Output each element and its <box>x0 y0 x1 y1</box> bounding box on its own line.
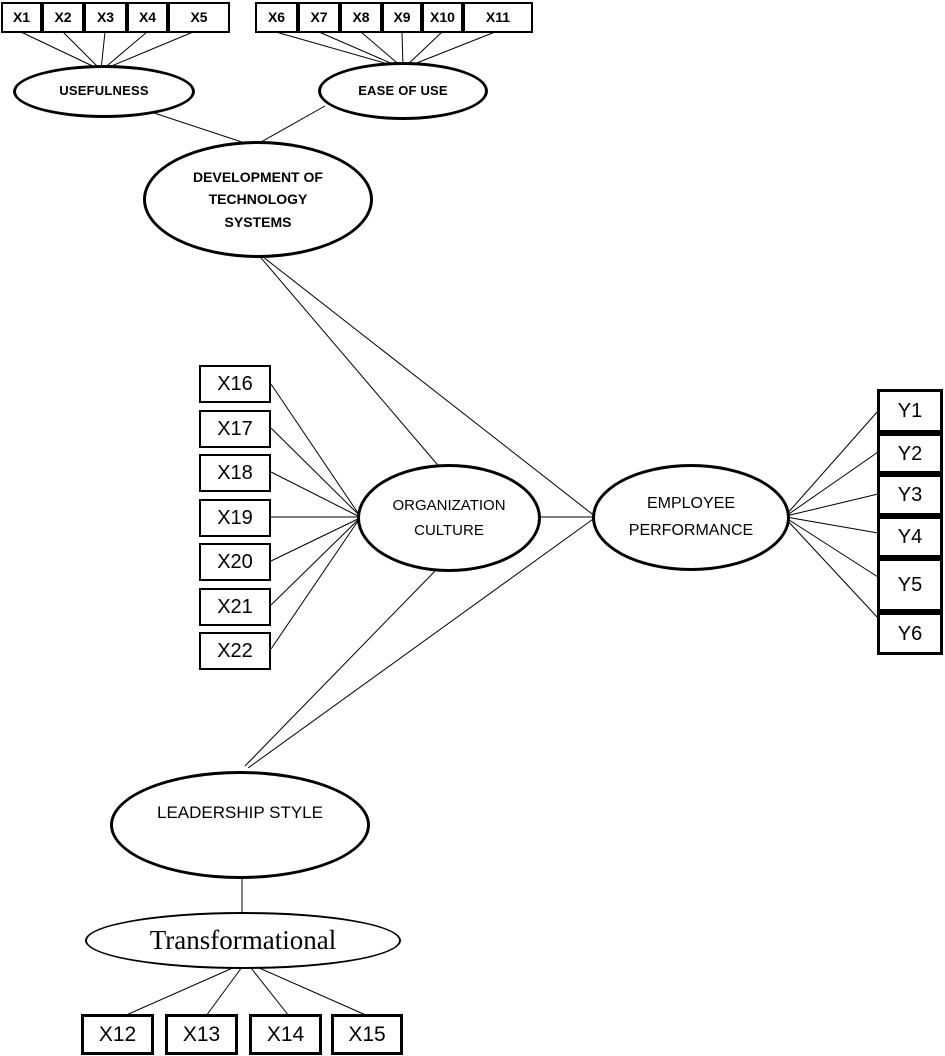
indicator-x18-label: X18 <box>217 462 253 484</box>
indicator-x12: X12 <box>81 1014 154 1055</box>
indicator-y2-label: Y2 <box>897 442 923 465</box>
path-transformational-x15 <box>247 962 369 1017</box>
indicator-x19-label: X19 <box>217 507 253 529</box>
latent-usefulness: USEFULNESS <box>13 65 195 118</box>
latent-employee-performance: EMPLOYEE PERFORMANCE <box>592 464 790 571</box>
indicator-y1: Y1 <box>877 389 943 433</box>
indicator-x6-label: X6 <box>267 8 286 25</box>
indicator-x18: X18 <box>199 454 271 492</box>
indicator-x4: X4 <box>127 2 168 33</box>
path-x17-orgculture <box>270 427 361 517</box>
path-x1-usefulness <box>20 31 102 71</box>
path-development-orgculture <box>255 251 443 471</box>
indicator-y6-label: Y6 <box>897 622 923 645</box>
indicator-x13: X13 <box>165 1014 238 1055</box>
path-employee-y2 <box>785 451 879 517</box>
indicator-x5: X5 <box>168 2 230 33</box>
indicator-y4-label: Y4 <box>897 526 923 548</box>
indicator-x2: X2 <box>42 2 84 33</box>
indicator-x21-label: X21 <box>217 596 253 618</box>
indicator-x1: X1 <box>1 2 42 33</box>
indicator-y2: Y2 <box>877 433 943 474</box>
indicator-x10-label: X10 <box>430 8 455 25</box>
path-employee-y6 <box>785 518 879 619</box>
indicator-y3: Y3 <box>877 474 943 516</box>
indicator-x3: X3 <box>84 2 127 33</box>
indicator-y6: Y6 <box>877 612 943 655</box>
path-transformational-x14 <box>246 962 290 1017</box>
indicator-x11: X11 <box>463 2 533 33</box>
indicator-x2-label: X2 <box>54 8 72 25</box>
indicator-x17: X17 <box>199 410 271 448</box>
path-usefulness-development <box>147 110 255 147</box>
path-leadership-employee <box>247 516 597 769</box>
indicator-x12-label: X12 <box>98 1022 137 1046</box>
indicator-y4: Y4 <box>877 516 943 558</box>
latent-ease-of-use-label: EASE OF USE <box>358 82 448 98</box>
indicator-x4-label: X4 <box>138 8 157 25</box>
indicator-x22: X22 <box>199 632 271 670</box>
latent-transformational-label: Transformational <box>149 924 337 955</box>
indicator-x8: X8 <box>340 2 382 33</box>
latent-transformational: Transformational <box>85 912 401 969</box>
indicator-x20: X20 <box>199 543 271 581</box>
path-employee-y4 <box>785 516 879 534</box>
indicator-x20-label: X20 <box>217 551 253 573</box>
path-employee-y5 <box>785 517 879 578</box>
indicator-x10: X10 <box>422 2 463 33</box>
indicator-x19: X19 <box>199 499 271 537</box>
path-transformational-x12 <box>123 962 245 1017</box>
latent-employee-performance-label: EMPLOYEE PERFORMANCE <box>628 495 754 539</box>
indicator-y5-label: Y5 <box>897 574 923 596</box>
indicator-x5-label: X5 <box>190 8 208 25</box>
indicator-x13-label: X13 <box>182 1022 221 1046</box>
indicator-x9-label: X9 <box>393 8 411 25</box>
indicator-x11-label: X11 <box>485 8 511 25</box>
path-x21-orgculture <box>270 517 361 606</box>
indicator-x3-label: X3 <box>96 8 115 25</box>
indicator-x21: X21 <box>199 588 271 626</box>
indicator-x15-label: X15 <box>348 1022 386 1046</box>
path-x22-orgculture <box>270 517 361 650</box>
indicator-y1-label: Y1 <box>897 400 923 422</box>
path-x18-orgculture <box>270 471 361 518</box>
latent-development-technology-systems: DEVELOPMENT OF TECHNOLOGY SYSTEMS <box>143 141 373 258</box>
indicator-x7-label: X7 <box>310 8 328 25</box>
indicator-x6: X6 <box>255 2 298 33</box>
latent-leadership-style-label: LEADERSHIP STYLE <box>157 802 323 822</box>
path-employee-y1 <box>785 410 879 516</box>
latent-leadership-style: LEADERSHIP STYLE <box>110 771 370 879</box>
indicator-y5: Y5 <box>877 558 943 612</box>
latent-development-label: DEVELOPMENT OF TECHNOLOGY SYSTEMS <box>193 168 323 230</box>
path-x16-orgculture <box>270 383 361 517</box>
path-x5-usefulness <box>101 31 194 71</box>
path-development-employee <box>257 252 597 518</box>
indicator-x16: X16 <box>199 365 271 403</box>
indicator-x14: X14 <box>249 1014 322 1055</box>
indicator-x15: X15 <box>331 1014 403 1055</box>
indicator-x8-label: X8 <box>352 8 370 25</box>
indicator-x16-label: X16 <box>217 373 253 395</box>
indicator-x17-label: X17 <box>217 418 253 440</box>
latent-ease-of-use: EASE OF USE <box>318 62 488 120</box>
path-x2-usefulness <box>62 31 102 71</box>
latent-organization-culture: ORGANIZATION CULTURE <box>357 464 541 572</box>
indicator-x14-label: X14 <box>266 1022 305 1046</box>
latent-organization-culture-label: ORGANIZATION CULTURE <box>392 496 506 540</box>
indicator-x7: X7 <box>298 2 340 33</box>
indicator-x22-label: X22 <box>217 640 253 662</box>
path-leadership-orgculture <box>244 569 437 767</box>
indicator-x1-label: X1 <box>12 8 31 25</box>
path-easeofuse-development <box>253 105 326 147</box>
latent-usefulness-label: USEFULNESS <box>59 83 149 99</box>
path-x20-orgculture <box>270 517 361 562</box>
path-x3-usefulness <box>100 31 106 71</box>
indicator-y3-label: Y3 <box>897 484 923 506</box>
path-transformational-x13 <box>205 962 246 1017</box>
path-employee-y3 <box>785 493 879 517</box>
path-x4-usefulness <box>101 31 148 71</box>
indicator-x9: X9 <box>382 2 422 33</box>
